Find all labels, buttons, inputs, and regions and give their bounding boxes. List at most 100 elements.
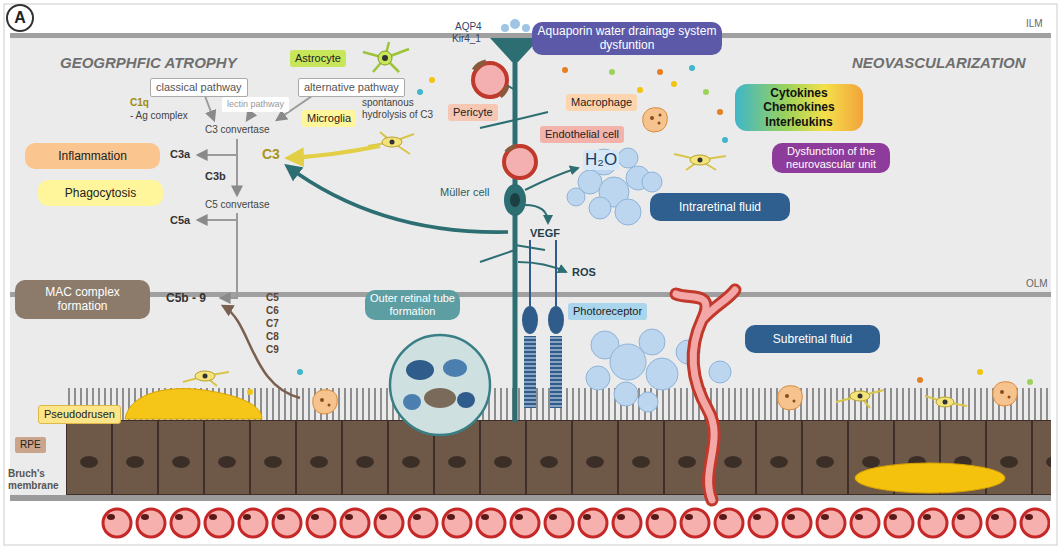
region-title: GEOGRPHFIC ATROPHY xyxy=(60,54,237,72)
body xyxy=(778,386,803,410)
water-drop xyxy=(522,24,530,32)
complement-label: C6 xyxy=(266,305,279,317)
dot xyxy=(722,137,728,143)
granule xyxy=(650,116,654,120)
node-text: Pseudodrusen xyxy=(44,408,115,421)
problem-box: Dysfunction of the neurovascular unit xyxy=(772,143,890,173)
node-text: lectin pathway xyxy=(227,99,284,110)
body xyxy=(313,390,338,414)
astrocyte-cell xyxy=(363,42,409,72)
complement-label: - Ag complex xyxy=(130,110,188,122)
layer-tag: RPE xyxy=(15,437,46,453)
capillary xyxy=(504,146,536,178)
cell-tag: Microglia xyxy=(302,110,356,127)
bubble xyxy=(589,197,611,219)
microglia-cell xyxy=(836,390,884,408)
node-text: Endothelial cell xyxy=(545,128,619,141)
cell-tag: Pericyte xyxy=(448,104,498,121)
node-text: Subretinal fluid xyxy=(751,332,874,346)
complement-arrows xyxy=(198,96,312,298)
arrow xyxy=(236,139,238,195)
region-title: NEOVASCULARIZATION xyxy=(852,54,1026,72)
factor-label: ROS xyxy=(572,266,596,279)
photoreceptors xyxy=(522,240,564,408)
granule xyxy=(658,122,661,125)
node-text: Pericyte xyxy=(453,106,493,119)
soma xyxy=(382,137,402,147)
vegf-arrow xyxy=(525,205,548,223)
granule xyxy=(328,404,331,407)
granule xyxy=(1008,396,1011,399)
bruch-membrane xyxy=(10,495,1051,501)
node-text: Cytokines Chemokines Interleukins xyxy=(740,86,858,129)
photoreceptor-remnant xyxy=(403,394,421,410)
frame xyxy=(4,4,1057,545)
fiber xyxy=(530,240,556,306)
complement-label: C5b - 9 xyxy=(166,291,206,305)
outer-segment xyxy=(524,336,536,408)
dot xyxy=(689,65,695,71)
dot xyxy=(717,109,723,115)
dot xyxy=(1027,379,1033,385)
nucleus xyxy=(510,193,520,207)
channel-label: AQP4 xyxy=(455,21,482,33)
microglia-cell xyxy=(674,154,726,170)
vessel-wall xyxy=(676,290,735,500)
vessel xyxy=(473,63,507,97)
factor-label: VEGF xyxy=(530,227,560,240)
fluid-box: Subretinal fluid xyxy=(745,325,880,353)
bubble xyxy=(567,188,585,206)
macrophage-cell xyxy=(993,382,1018,406)
neovessel xyxy=(676,290,735,500)
fluid-box: Intraretinal fluid xyxy=(650,193,790,221)
soma xyxy=(850,391,870,401)
node-text: Dysfunction of the neurovascular unit xyxy=(777,145,885,171)
layer-label: Bruch's membrane xyxy=(8,468,64,492)
layer-label: OLM xyxy=(1026,278,1048,290)
node-text: Astrocyte xyxy=(295,52,341,65)
node-text: Phagocytosis xyxy=(44,186,157,200)
process-box: Outer retinal tube formation xyxy=(365,290,460,320)
granule xyxy=(659,114,662,117)
bubble xyxy=(618,148,638,168)
soma xyxy=(378,51,392,65)
dot xyxy=(637,87,643,93)
arrow xyxy=(205,96,214,120)
dot xyxy=(417,89,423,95)
complement-label: C5a xyxy=(170,214,190,227)
bubble xyxy=(610,344,646,380)
macrophage-cell xyxy=(778,386,803,410)
arrow xyxy=(221,213,237,298)
bubble xyxy=(638,392,658,412)
dot xyxy=(977,369,983,375)
mediator-box: Cytokines Chemokines Interleukins xyxy=(735,84,863,131)
complement-label: C5 convertase xyxy=(205,199,269,211)
pericyte-cell xyxy=(500,86,507,96)
microglia-cell xyxy=(368,132,414,154)
body xyxy=(993,382,1018,406)
node-text: MAC complex formation xyxy=(21,285,144,314)
bubble xyxy=(642,172,662,192)
bubble xyxy=(586,366,610,390)
microglia-cell xyxy=(925,396,967,407)
vessel-lumen xyxy=(676,290,735,500)
complement-label: C1q xyxy=(130,97,149,109)
retina-ground xyxy=(10,36,1051,500)
body xyxy=(643,108,668,132)
granule xyxy=(785,394,789,398)
photoreceptor-remnant xyxy=(406,360,434,380)
pericyte-cell xyxy=(474,62,486,70)
complement-label: C3a xyxy=(170,148,190,161)
node-text: Microglia xyxy=(307,112,351,125)
nucleus xyxy=(698,158,703,163)
nucleus xyxy=(382,55,388,61)
bubble xyxy=(614,382,638,406)
tube-wall xyxy=(390,335,490,435)
granule xyxy=(793,400,796,403)
deposit-tag: Pseudodrusen xyxy=(38,405,121,424)
arrow xyxy=(198,219,237,221)
nucleus xyxy=(858,394,863,399)
granule xyxy=(1000,390,1004,394)
dot xyxy=(657,69,663,75)
